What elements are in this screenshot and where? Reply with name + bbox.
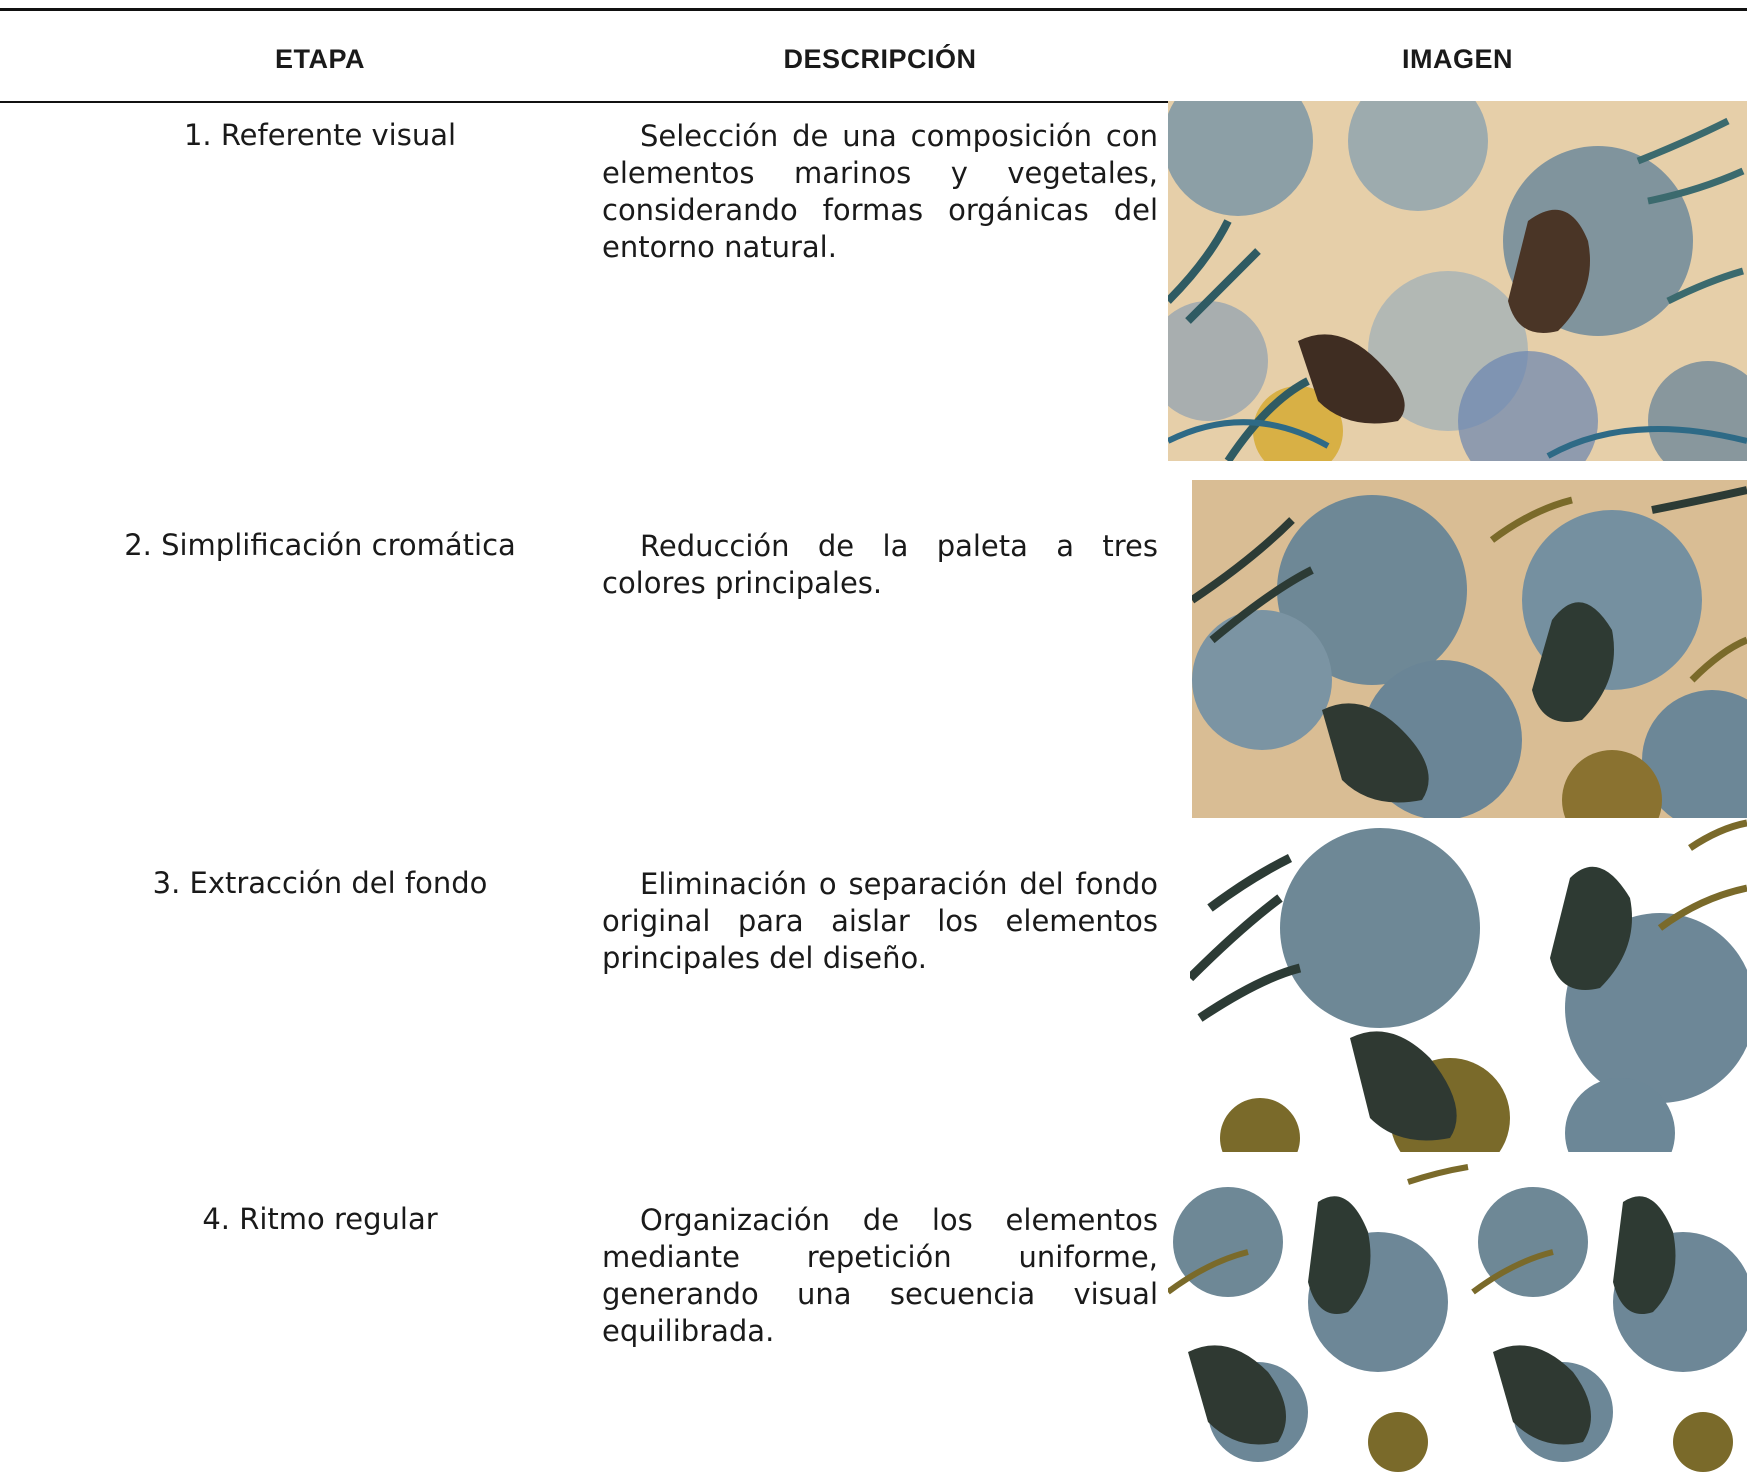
three-color-birds-image xyxy=(1192,480,1747,818)
row-1-image xyxy=(1168,101,1747,461)
repeated-birds-pattern-image xyxy=(1168,1162,1747,1474)
row-1-etapa: 1. Referente visual xyxy=(183,118,457,152)
row-4-image xyxy=(1168,1162,1747,1474)
watercolor-birds-image xyxy=(1168,101,1747,461)
background-removed-birds-image xyxy=(1190,818,1747,1152)
table-header-rule xyxy=(0,101,1747,103)
row-1-descripcion: Selección de una composición con element… xyxy=(602,119,1158,264)
table-top-rule xyxy=(0,8,1747,11)
header-imagen: IMAGEN xyxy=(1402,44,1513,74)
header-descripcion: DESCRIPCIÓN xyxy=(783,44,977,74)
row-3-image xyxy=(1190,818,1747,1152)
row-4-etapa: 4. Ritmo regular xyxy=(202,1202,438,1236)
header-etapa: ETAPA xyxy=(275,44,365,74)
row-3-etapa: 3. Extracción del fondo xyxy=(152,866,488,900)
row-4-descripcion: Organización de los elementos mediante r… xyxy=(602,1203,1158,1348)
row-2-etapa: 2. Simplificación cromática xyxy=(124,528,516,562)
row-2-image xyxy=(1192,480,1747,818)
row-2-descripcion: Reducción de la paleta a tres colores pr… xyxy=(602,529,1158,600)
row-3-descripcion: Eliminación o separación del fondo origi… xyxy=(602,867,1158,975)
